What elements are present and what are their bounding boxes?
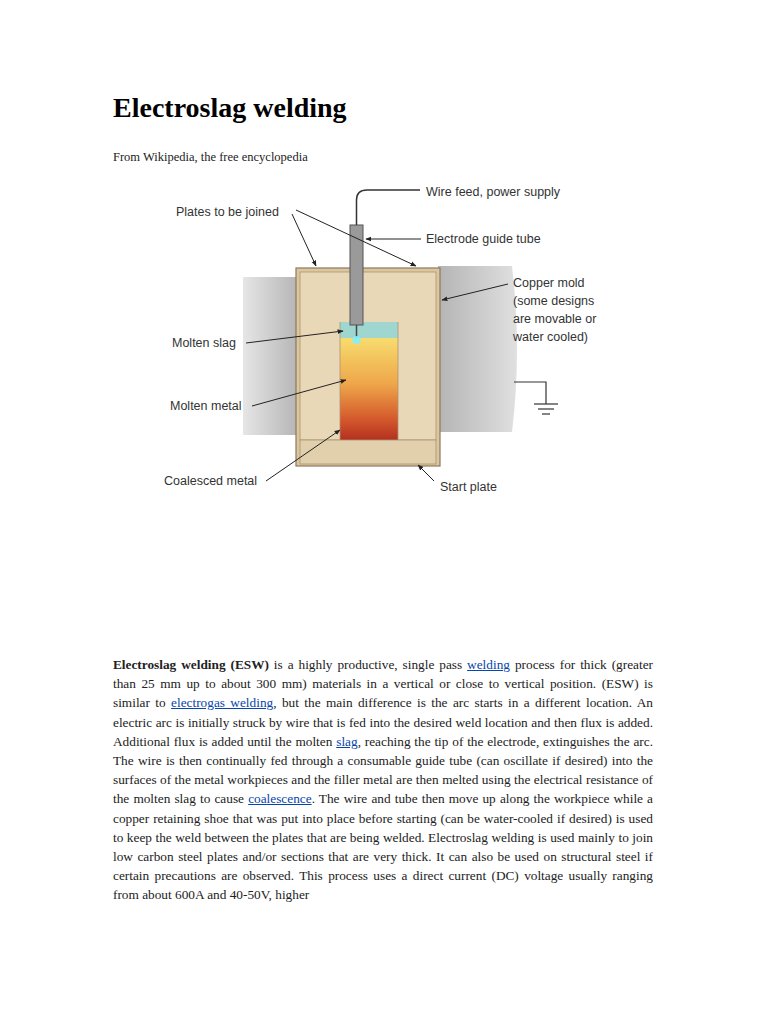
workpiece-plate xyxy=(243,277,299,435)
arc-glow xyxy=(353,336,361,344)
body-text: is a highly productive, single pass xyxy=(274,657,462,672)
cavity-edge xyxy=(340,322,341,440)
cavity-edge xyxy=(398,322,399,440)
part-label: Coalesced metal xyxy=(164,472,264,490)
leader-line xyxy=(246,331,343,343)
illustration-part xyxy=(246,210,508,481)
copper-mold xyxy=(296,268,440,466)
wiki-link: coalescence xyxy=(248,791,311,806)
source-line: From Wikipedia, the free encyclopedia xyxy=(113,150,308,165)
part-label: Electrode guide tube xyxy=(426,230,596,248)
molten-metal xyxy=(340,338,398,440)
body-paragraph: Electroslag welding (ESW) is a highly pr… xyxy=(113,655,653,905)
plate-to-join xyxy=(300,272,436,440)
molten-slag xyxy=(340,322,398,338)
leader-line xyxy=(252,380,346,406)
workpiece-plate xyxy=(438,266,517,432)
part-label: Molten metal xyxy=(170,397,250,415)
part-label: Copper mold (some designs are movable or… xyxy=(513,274,613,346)
ground-wire xyxy=(514,382,546,404)
part-label: Wire feed, power supply xyxy=(426,183,606,201)
bold-term: Electroslag welding (ESW) xyxy=(113,657,269,672)
wiki-link: slag xyxy=(336,734,357,749)
leader-line xyxy=(418,465,434,481)
leader-line xyxy=(296,210,416,266)
wiki-link: welding xyxy=(467,657,510,672)
power-cable xyxy=(357,190,421,225)
leader-line xyxy=(292,214,316,266)
ground-symbol xyxy=(534,403,558,404)
leader-line xyxy=(442,284,508,300)
part-label: Plates to be joined xyxy=(176,203,306,221)
part-label: Molten slag xyxy=(172,334,244,352)
page-title: Electroslag welding xyxy=(113,92,347,124)
wiki-link: electrogas welding xyxy=(171,695,273,710)
ground-symbol xyxy=(542,413,550,414)
part-label: Start plate xyxy=(440,478,520,496)
leader-line xyxy=(366,239,421,240)
body-text: . The wire and tube then move up along t… xyxy=(113,791,653,902)
leader-line xyxy=(266,430,340,481)
ground-symbol xyxy=(538,408,554,409)
